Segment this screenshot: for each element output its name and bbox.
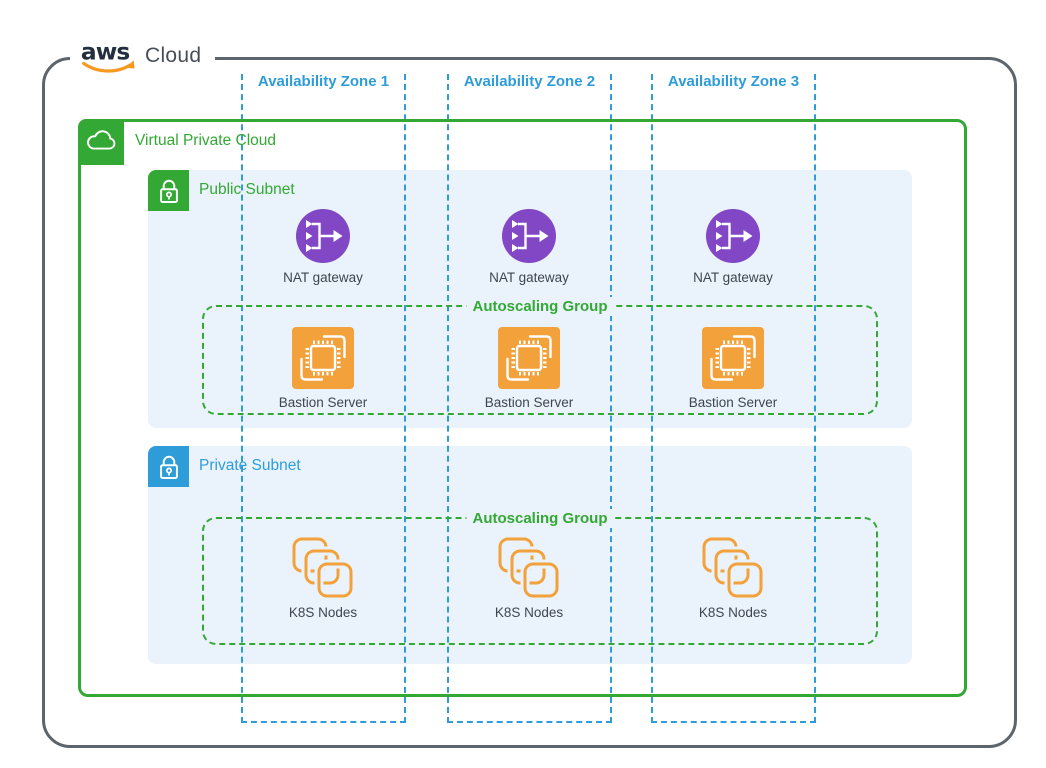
private-subnet-label: Private Subnet [199,457,301,474]
autoscaling-group-public-label: Autoscaling Group [466,297,614,316]
autoscaling-group-private-label: Autoscaling Group [466,509,614,528]
bastion-server-az2: Bastion Server [459,327,599,410]
bastion-server-icon [292,327,354,389]
nat-gateway-label: NAT gateway [489,270,569,285]
bastion-server-az3: Bastion Server [663,327,803,410]
k8s-nodes-label: K8S Nodes [288,605,358,620]
nat-gateway-az3: NAT gateway [663,209,803,285]
vpc-cloud-icon [78,119,124,165]
nat-gateway-icon [502,209,556,263]
availability-zone-3-label: Availability Zone 3 [667,73,800,90]
availability-zone-2: Availability Zone 2 [447,73,612,723]
nat-gateway-az1: NAT gateway [253,209,393,285]
nat-gateway-label: NAT gateway [693,270,773,285]
k8s-nodes-az3: K8S Nodes [663,536,803,620]
autoscaling-group-public: Autoscaling Group [202,297,878,415]
k8s-nodes-icon [701,536,766,601]
k8s-nodes-label: K8S Nodes [494,605,564,620]
private-subnet-lock-icon [148,446,189,487]
nat-gateway-label: NAT gateway [283,270,363,285]
public-subnet-lock-icon [148,170,189,211]
k8s-nodes-az1: K8S Nodes [253,536,393,620]
availability-zone-3: Availability Zone 3 [651,73,816,723]
bastion-server-az1: Bastion Server [253,327,393,410]
aws-cloud-label: Cloud [145,44,202,67]
nat-gateway-icon [296,209,350,263]
availability-zone-1: Availability Zone 1 [241,73,406,723]
k8s-nodes-icon [291,536,356,601]
svg-text:aws: aws [81,38,129,66]
aws-cloud-title: aws Cloud [70,32,216,80]
availability-zone-1-label: Availability Zone 1 [257,73,390,90]
availability-zone-2-label: Availability Zone 2 [463,73,596,90]
bastion-server-label: Bastion Server [688,395,778,410]
k8s-nodes-az2: K8S Nodes [459,536,599,620]
vpc-label: Virtual Private Cloud [135,132,277,149]
autoscaling-group-private: Autoscaling Group [202,509,878,645]
bastion-server-label: Bastion Server [484,395,574,410]
bastion-server-icon [702,327,764,389]
k8s-nodes-label: K8S Nodes [698,605,768,620]
nat-gateway-az2: NAT gateway [459,209,599,285]
bastion-server-label: Bastion Server [278,395,368,410]
public-subnet-label: Public Subnet [199,181,295,198]
bastion-server-icon [498,327,560,389]
k8s-nodes-icon [497,536,562,601]
aws-logo-icon: aws [80,34,136,78]
aws-cloud-container [42,57,1017,748]
nat-gateway-icon [706,209,760,263]
